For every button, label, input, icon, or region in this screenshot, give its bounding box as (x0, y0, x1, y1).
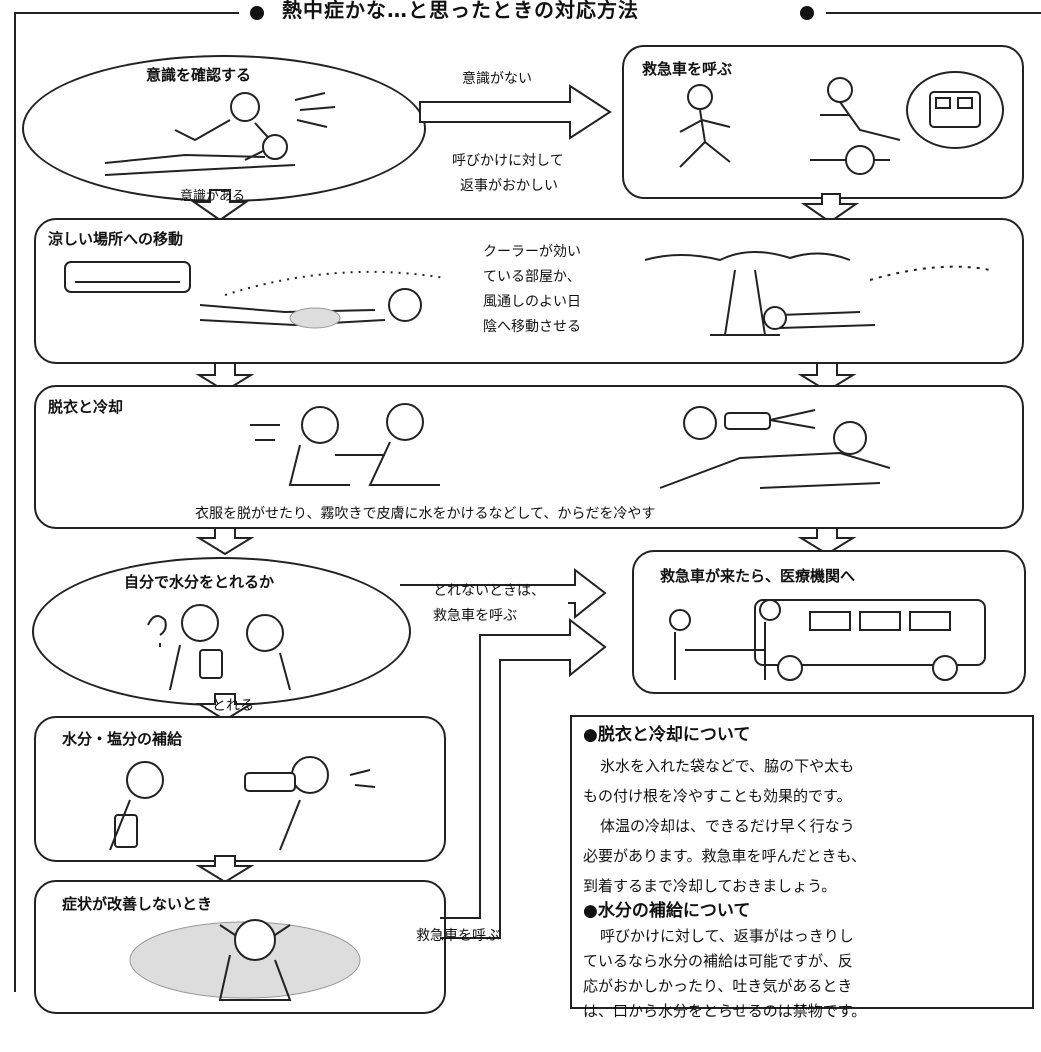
person-running-icon (679, 84, 731, 168)
node-no-improve-label: 症状が改善しないとき (62, 895, 213, 913)
edge-cannot-line2: 救急車を呼ぶ (433, 608, 517, 624)
cool-caption: 衣服を脱がせたり、霧吹きで皮膚に水をかけるなどして、からだを冷やす (195, 506, 656, 522)
edge-odd-response-line1: 呼びかけに対して (452, 153, 564, 169)
tree-icon (644, 250, 991, 336)
node-supply-label: 水分・塩分の補給 (62, 730, 183, 748)
page-title: 熱中症かな…と思ったときの対応方法 (282, 0, 639, 22)
arrow-to-ambulance (419, 84, 612, 140)
node-undress-cool (34, 385, 1024, 529)
node-move-label: 涼しい場所への移動 (48, 230, 184, 248)
edge-can: とれる (212, 698, 254, 714)
connector-to-water (195, 527, 857, 556)
connector-to-supply (195, 693, 255, 722)
node-check-consciousness (22, 55, 426, 202)
edge-odd-response-line2: 返事がおかしい (460, 178, 558, 194)
children-undressing-icon (250, 403, 440, 486)
person-bottle-icon (147, 604, 291, 691)
air-conditioner-icon (64, 261, 191, 293)
edge-cannot-line1: とれないときは、 (433, 583, 545, 599)
node-water-label: 自分で水分をとれるか (124, 573, 275, 591)
notes-box (570, 715, 1034, 1009)
edge-unconscious: 意識がない (462, 71, 532, 87)
person-lying-cool-icon (199, 270, 446, 329)
node-check-label: 意識を確認する (146, 66, 252, 84)
connector-to-no-improve (195, 855, 255, 884)
node-ambulance-label: 救急車を呼ぶ (642, 60, 733, 78)
connector-to-move (190, 189, 860, 224)
node-can-drink (32, 557, 411, 706)
ambulance-icon (810, 71, 1004, 175)
person-distressed-icon (129, 919, 361, 1001)
ambulance-vehicle-icon (669, 599, 986, 681)
node-move-cool-place (34, 218, 1024, 364)
node-cool-label: 脱衣と冷却 (48, 398, 124, 416)
edge-call-ambulance: 救急車を呼ぶ (416, 928, 500, 944)
node-water-salt-supply (34, 716, 446, 862)
edge-conscious: 意識がある (180, 189, 246, 204)
node-hospital-label: 救急車が来たら、医療機関へ (660, 567, 856, 585)
person-drinking-icon (109, 756, 376, 851)
notes-heading-cooling: ●脱衣と冷却について (583, 725, 751, 745)
connector-call-ambulance (440, 617, 607, 939)
arrow-cannot-drink (400, 567, 607, 620)
person-lying-icon (104, 92, 336, 176)
notes-heading-water: ●水分の補給について (583, 901, 751, 921)
spray-bottle-icon (659, 406, 891, 489)
connector-to-cool (195, 362, 857, 393)
